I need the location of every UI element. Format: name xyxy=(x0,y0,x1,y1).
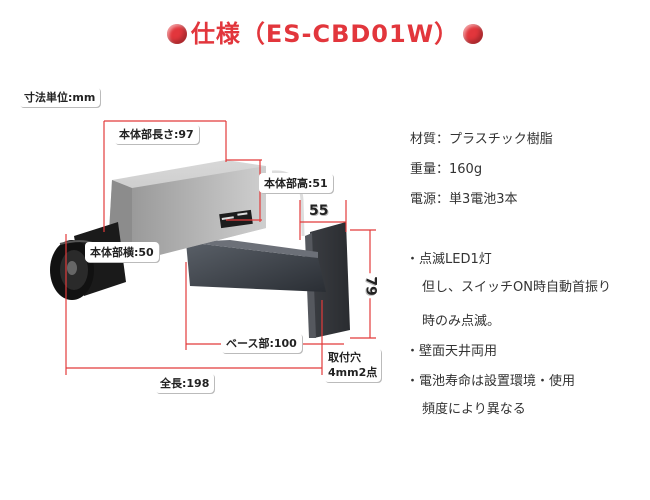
feature-battery-cont: 頻度により異なる xyxy=(422,402,526,417)
spec-power: 電源：単3電池3本 xyxy=(410,192,518,207)
mount-height-value: 79 xyxy=(362,273,379,299)
total-length-label: 全長:198 xyxy=(156,374,214,392)
feature-battery: ・電池寿命は設置環境・使用 xyxy=(406,374,576,389)
camera-body xyxy=(108,160,266,262)
spec-weight: 重量：160g xyxy=(410,162,483,177)
feature-mounting: ・壁面天井両用 xyxy=(406,344,498,359)
feature-led-cont2: 時のみ点滅。 xyxy=(422,314,501,329)
feature-led-cont1: 但し、スイッチON時自動首振り xyxy=(422,280,611,295)
red-bullet-icon xyxy=(166,24,187,44)
spec-material: 材質：プラスチック樹脂 xyxy=(410,132,553,147)
page-title: 仕様（ES-CBD01W） xyxy=(0,14,650,49)
unit-label: 寸法単位:mm xyxy=(20,88,100,106)
body-width-label: 本体部横:50 xyxy=(86,243,158,261)
feature-led: ・点滅LED1灯 xyxy=(406,252,492,267)
mount-hole-label: 取付穴 4mm2点 xyxy=(325,349,381,381)
title-text: 仕様（ES-CBD01W） xyxy=(190,20,460,48)
mount-hole-line1: 取付穴 xyxy=(328,351,361,364)
mount-arm xyxy=(186,240,326,292)
body-height-label: 本体部高:51 xyxy=(260,174,332,192)
body-length-label: 本体部長さ:97 xyxy=(115,125,198,143)
mount-width-value: 55 xyxy=(306,203,332,219)
camera-lens xyxy=(50,222,126,300)
red-bullet-icon xyxy=(463,24,484,44)
mount-hole-line2: 4mm2点 xyxy=(328,366,378,379)
base-label: ベース部:100 xyxy=(222,334,301,352)
